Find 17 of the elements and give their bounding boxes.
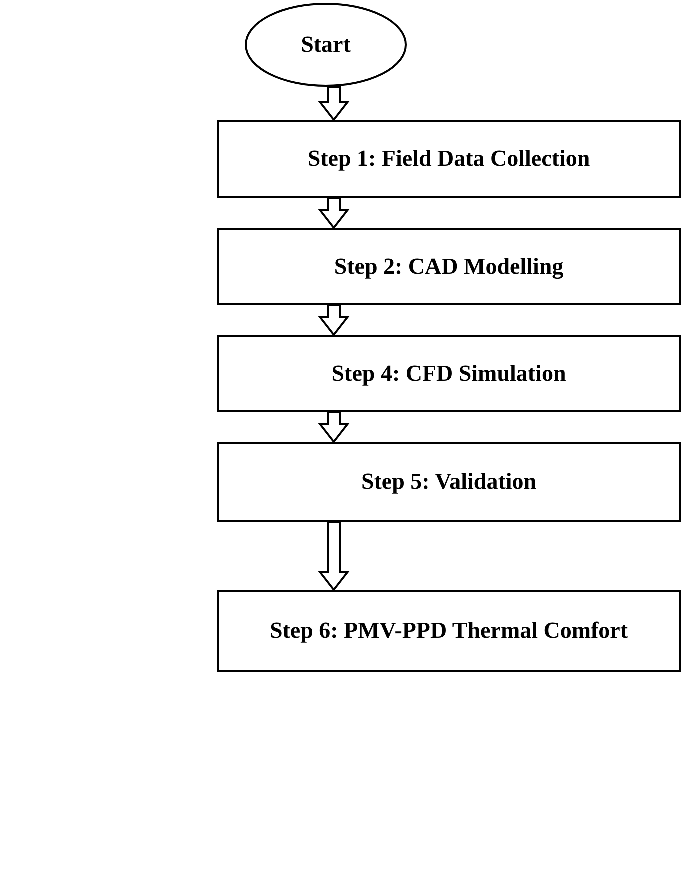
step-label: Step 5: Validation: [361, 469, 537, 495]
hollow-arrow: [318, 411, 350, 444]
step-label: Step 2: CAD Modelling: [334, 254, 564, 280]
process-box: [217, 335, 681, 412]
step-label: Step 1: Field Data Collection: [308, 146, 590, 172]
step-label: Step 6: PMV-PPD Thermal Comfort: [270, 618, 628, 644]
process-box: [217, 120, 681, 198]
start-ellipse: [245, 3, 407, 87]
hollow-arrow: [318, 521, 350, 592]
process-box: [217, 590, 681, 672]
process-box: [217, 228, 681, 305]
process-box: [217, 442, 681, 522]
hollow-arrow: [318, 304, 350, 337]
hollow-arrow: [318, 197, 350, 230]
start-label: Start: [301, 32, 351, 58]
step-label: Step 4: CFD Simulation: [332, 360, 566, 386]
hollow-arrow: [318, 86, 350, 122]
